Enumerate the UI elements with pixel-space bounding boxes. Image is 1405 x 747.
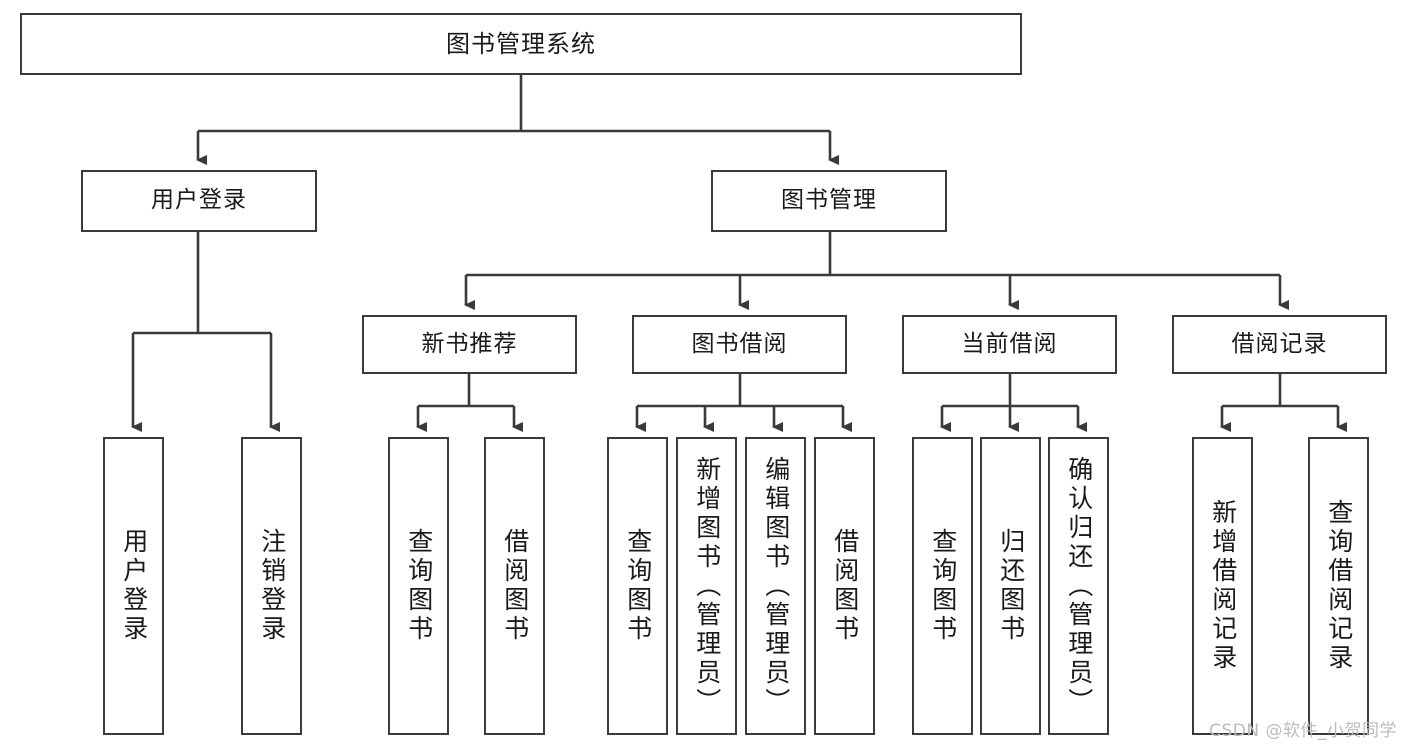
node-new-book-recommend[interactable]: 新书推荐 <box>362 315 577 374</box>
node-label: 图书管理 <box>781 187 877 214</box>
leaf-confirm-return-admin[interactable]: 确认归还（管理员） <box>1048 437 1109 735</box>
leaf-query-book-current[interactable]: 查询图书 <box>912 437 973 735</box>
leaf-return-book[interactable]: 归还图书 <box>980 437 1041 735</box>
watermark: CSDN @软件_小贺同学 <box>1209 721 1397 741</box>
node-book-borrow[interactable]: 图书借阅 <box>632 315 847 374</box>
node-label: 图书管理系统 <box>446 29 596 58</box>
leaf-borrow-book[interactable]: 借阅图书 <box>814 437 875 735</box>
leaf-borrow-book-recommend[interactable]: 借阅图书 <box>484 437 545 735</box>
leaf-add-book-admin[interactable]: 新增图书（管理员） <box>676 437 737 735</box>
leaf-add-borrow-record[interactable]: 新增借阅记录 <box>1192 437 1253 735</box>
node-label: 用户登录 <box>119 528 149 644</box>
node-label: 查询图书 <box>623 528 653 644</box>
node-label: 新书推荐 <box>421 330 518 357</box>
node-label: 归还图书 <box>996 528 1026 644</box>
leaf-query-book[interactable]: 查询图书 <box>607 437 668 735</box>
node-user-login[interactable]: 用户登录 <box>81 170 317 232</box>
leaf-user-logout[interactable]: 注销登录 <box>241 437 302 735</box>
node-label: 借阅图书 <box>500 528 530 644</box>
node-label: 查询图书 <box>928 528 958 644</box>
node-label: 新增图书（管理员） <box>692 455 722 717</box>
node-label: 图书借阅 <box>691 330 788 357</box>
leaf-user-login[interactable]: 用户登录 <box>103 437 164 735</box>
node-book-management[interactable]: 图书管理 <box>711 170 947 232</box>
node-label: 查询借阅记录 <box>1324 499 1354 673</box>
node-label: 注销登录 <box>257 528 287 644</box>
node-borrow-record[interactable]: 借阅记录 <box>1172 315 1387 374</box>
node-label: 编辑图书（管理员） <box>761 455 791 717</box>
node-label: 确认归还（管理员） <box>1064 455 1094 717</box>
node-root-system[interactable]: 图书管理系统 <box>20 13 1022 75</box>
node-label: 用户登录 <box>151 187 247 214</box>
node-label: 当前借阅 <box>961 330 1058 357</box>
node-label: 新增借阅记录 <box>1208 499 1238 673</box>
leaf-query-book-recommend[interactable]: 查询图书 <box>388 437 449 735</box>
node-label: 借阅记录 <box>1231 330 1328 357</box>
leaf-edit-book-admin[interactable]: 编辑图书（管理员） <box>745 437 806 735</box>
node-label: 查询图书 <box>404 528 434 644</box>
node-label: 借阅图书 <box>830 528 860 644</box>
leaf-query-borrow-record[interactable]: 查询借阅记录 <box>1308 437 1369 735</box>
node-current-borrow[interactable]: 当前借阅 <box>902 315 1117 374</box>
